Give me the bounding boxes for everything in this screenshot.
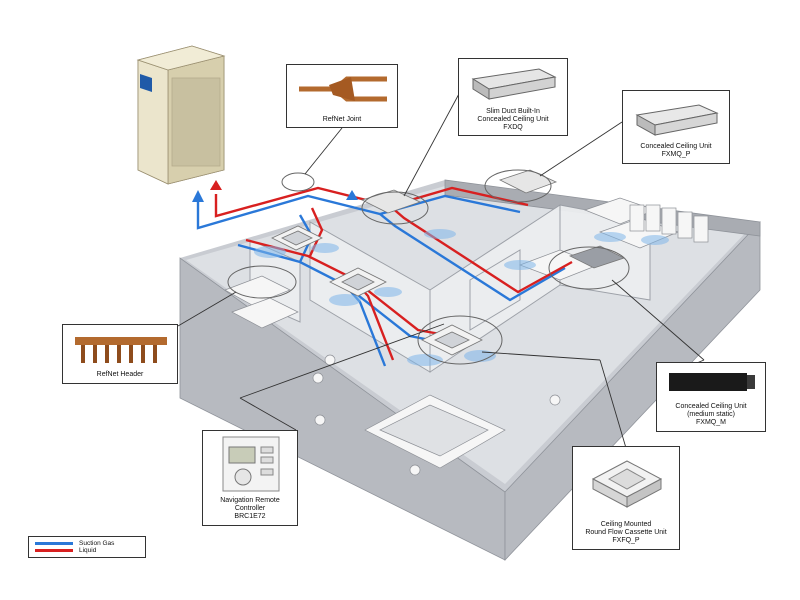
- concealed-m-line1: Concealed Ceiling Unit: [675, 403, 747, 410]
- remote-line1: Navigation Remote: [220, 497, 280, 504]
- remote-line2: Controller: [234, 505, 266, 512]
- cassette-line1: Ceiling Mounted: [600, 521, 652, 528]
- refnet-header-icon: [75, 337, 167, 363]
- liquid-swatch: [35, 549, 73, 552]
- callout-leader-lines: [177, 91, 705, 449]
- airflow-plumes: [254, 229, 669, 366]
- callout-concealed-m: Concealed Ceiling Unit (medium static) F…: [656, 362, 766, 432]
- slim-duct-model: FXDQ: [503, 124, 523, 131]
- concealed-m-line2: (medium static): [687, 411, 735, 418]
- callout-remote-controller: Navigation Remote Controller BRC1E72: [202, 430, 298, 526]
- concealed-m-model: FXMQ_M: [696, 419, 726, 426]
- callout-concealed-p: Concealed Ceiling Unit FXMQ_P: [622, 90, 730, 164]
- suction-gas-swatch: [35, 542, 73, 545]
- slim-duct-line1: Slim Duct Built-In: [486, 108, 540, 115]
- flow-arrows: [192, 180, 358, 202]
- callout-refnet-header: RefNet Header: [62, 324, 178, 384]
- component-highlight-circles: [227, 169, 630, 365]
- furniture: [224, 197, 709, 476]
- remote-model: BRC1E72: [234, 513, 266, 520]
- cassette-unit-icon: [591, 460, 663, 508]
- cassette-model: FXFQ_P: [612, 537, 640, 544]
- callout-refnet-joint: RefNet Joint: [286, 64, 398, 128]
- suction-gas-label: Suction Gas: [79, 540, 115, 547]
- concealed-p-model: FXMQ_P: [661, 151, 691, 158]
- indoor-units: [271, 169, 626, 356]
- refnet-joint-icon: [299, 76, 387, 102]
- remote-controller-icon: [222, 436, 280, 492]
- liquid-label: Liquid: [79, 547, 97, 554]
- pipe-legend: Suction Gas Liquid: [28, 536, 146, 558]
- callout-slim-duct: Slim Duct Built-In Concealed Ceiling Uni…: [458, 58, 568, 136]
- slim-duct-unit-icon: [471, 68, 557, 100]
- slim-duct-line2: Concealed Ceiling Unit: [477, 116, 549, 123]
- outdoor-unit: [136, 45, 226, 185]
- concealed-unit-icon: [635, 104, 719, 136]
- concealed-p-line1: Concealed Ceiling Unit: [640, 143, 712, 150]
- cassette-line2: Round Flow Cassette Unit: [585, 529, 667, 536]
- callout-round-flow-cassette: Ceiling Mounted Round Flow Cassette Unit…: [572, 446, 680, 550]
- refnet-joint-label: RefNet Joint: [322, 116, 362, 123]
- refnet-header-label: RefNet Header: [96, 371, 144, 378]
- concealed-medium-static-icon: [669, 373, 755, 391]
